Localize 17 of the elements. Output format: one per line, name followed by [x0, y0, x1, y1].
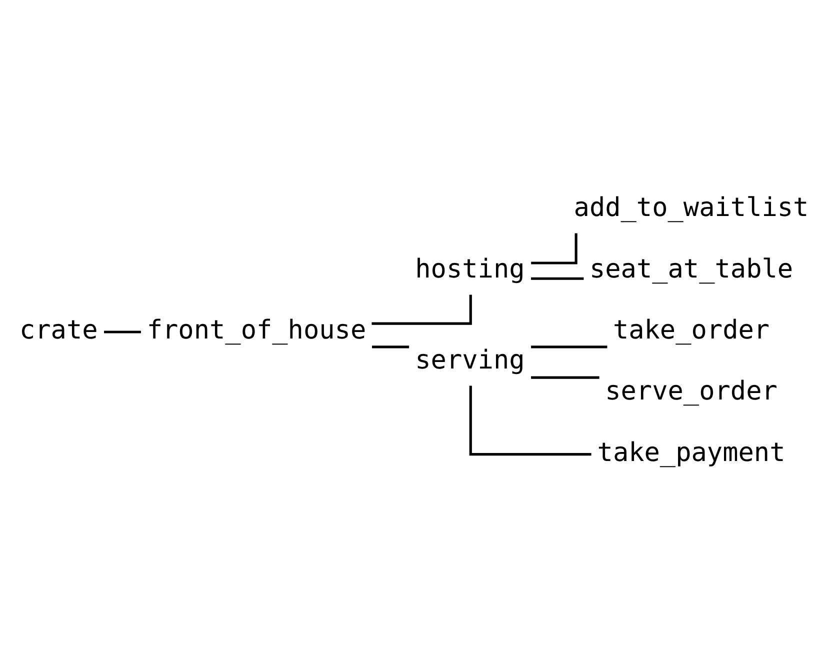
connector [469, 386, 592, 456]
connector [531, 346, 608, 348]
node-text: crate [19, 316, 98, 346]
connector [372, 346, 410, 348]
connector [531, 233, 578, 264]
node-text: take_payment [597, 438, 786, 468]
connector [531, 376, 600, 379]
node-text: take_order [612, 316, 770, 346]
node-text: serve_order [605, 376, 778, 407]
node-text: hosting [415, 254, 525, 284]
connector [531, 277, 584, 280]
connector [372, 294, 472, 325]
node-text: add_to_waitlist [574, 193, 809, 224]
node-text: front_of_house [146, 316, 366, 346]
connector [104, 330, 141, 334]
node-text: seat_at_table [589, 254, 794, 284]
node-text: serving [415, 345, 525, 376]
